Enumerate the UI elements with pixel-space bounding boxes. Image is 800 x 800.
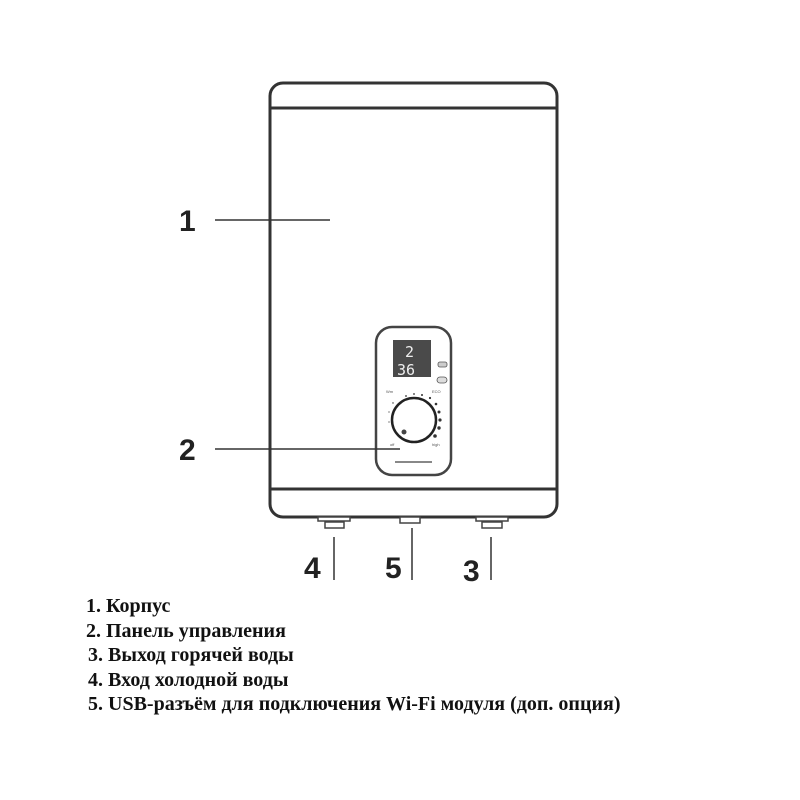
panel-button-1[interactable] bbox=[437, 361, 448, 368]
callout-3: 3 bbox=[463, 555, 480, 588]
legend-item: 5. USB-разъём для подключения Wi-Fi моду… bbox=[88, 693, 621, 715]
dial-left-label: Wm bbox=[386, 389, 394, 394]
display-top-value: 2 bbox=[405, 343, 414, 361]
display-bottom-value: 36 bbox=[397, 361, 415, 379]
callout-1: 1 bbox=[179, 205, 196, 238]
dial-scale-dots bbox=[388, 393, 442, 438]
legend-item: 3. Выход горячей воды bbox=[88, 644, 294, 666]
legend-item: 2. Панель управления bbox=[86, 619, 286, 642]
display-screen bbox=[393, 340, 431, 377]
pipe-fittings bbox=[317, 516, 509, 529]
panel-button-2[interactable] bbox=[436, 376, 448, 384]
control-panel: 2 36 Wm ECO off high bbox=[374, 325, 453, 477]
callout-lines bbox=[215, 219, 492, 580]
dial-min-label: off bbox=[390, 442, 395, 447]
temperature-knob[interactable] bbox=[390, 396, 438, 444]
parts-legend: 1. Корпус 2. Панель управления 3. Выход … bbox=[86, 594, 620, 717]
callout-5: 5 bbox=[385, 552, 402, 585]
dial-max-label: high bbox=[432, 442, 440, 447]
cold-water-inlet bbox=[317, 516, 351, 522]
callout-2: 2 bbox=[179, 434, 196, 467]
callout-4: 4 bbox=[304, 552, 321, 585]
legend-item: 1. Корпус bbox=[86, 595, 171, 617]
usb-port bbox=[399, 516, 421, 524]
knob-indicator bbox=[401, 429, 407, 435]
dial-right-label: ECO bbox=[432, 389, 441, 394]
hot-water-outlet bbox=[475, 516, 509, 522]
legend-item: 4. Вход холодной воды bbox=[88, 668, 289, 691]
